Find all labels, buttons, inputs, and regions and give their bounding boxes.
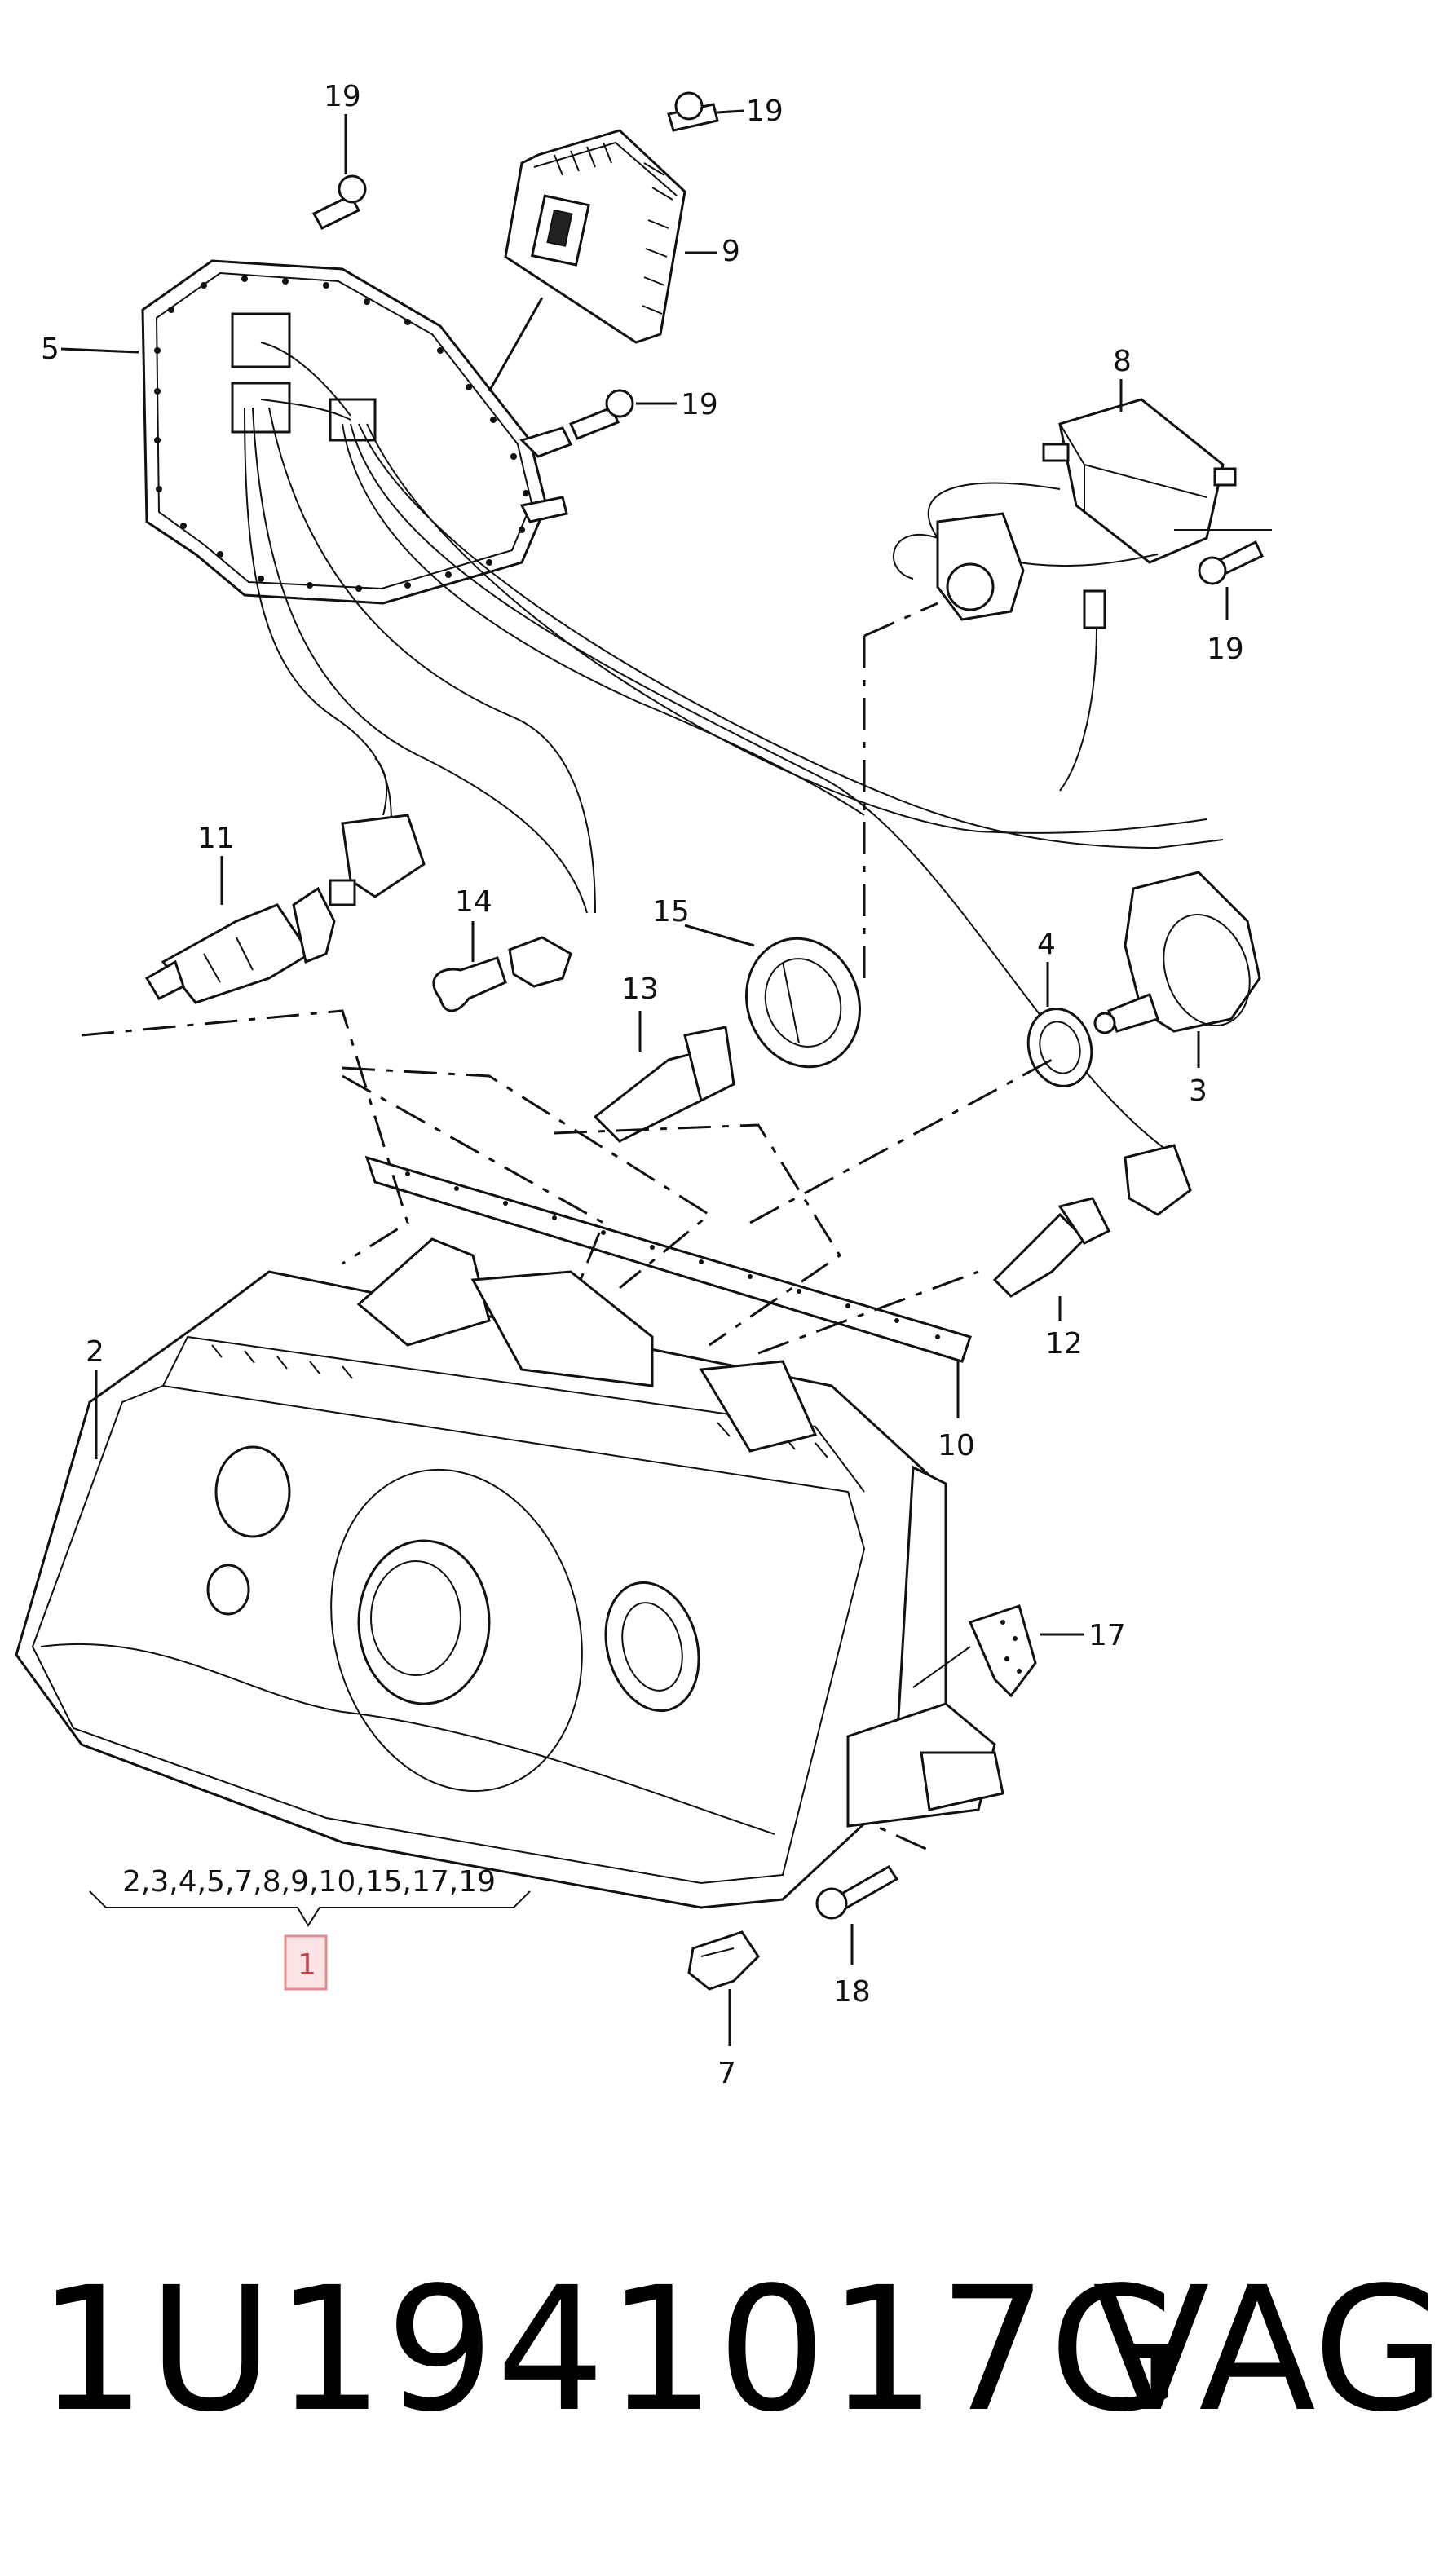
callout-19-middle: 19 [681,388,718,421]
part-number: 1U1941017G [38,2250,1184,2450]
ballast-control-unit [504,129,717,344]
xenon-igniter-socket [893,482,1159,792]
brand-name: VAG [1093,2250,1446,2450]
callout-11: 11 [197,822,235,855]
adjusting-motor-3 [1093,871,1261,1068]
callout-18: 18 [833,1975,871,2009]
bulb-11-halogen [144,856,336,1004]
callout-2: 2 [86,1335,104,1369]
screw-19-middle [568,389,677,440]
connector-11 [329,757,426,906]
callout-10: 10 [938,1429,975,1462]
clip-17 [912,1604,1084,1698]
headlight-housing [15,1237,1004,1909]
callout-17: 17 [1088,1619,1126,1652]
leader-5 [60,347,139,354]
callout-12: 12 [1045,1327,1083,1361]
callout-19-right: 19 [1207,633,1244,666]
headlight-exploded-diagram: 19 19 9 5 19 8 19 11 14 15 13 4 3 2 12 1… [15,80,1272,2090]
wiring-harness [244,407,1224,1150]
bulb-13-xenon [593,1011,735,1143]
set-bracket [89,1890,531,1991]
screw-18 [815,1865,899,1965]
bulb-12-halogen [992,1144,1192,1321]
retaining-ring-15 [684,924,862,1069]
callout-14: 14 [455,885,492,919]
callout-19-top: 19 [746,95,784,128]
callout-3: 3 [1189,1074,1207,1108]
callout-19-left: 19 [324,80,361,113]
screw-19-right [1198,540,1264,620]
callout-4: 4 [1037,928,1056,961]
assembly-box [284,1934,328,1991]
callout-assembly-1: 1 [298,1948,316,1982]
seal-ring-4 [1026,962,1093,1087]
callout-8: 8 [1113,345,1132,378]
sealing-strip-10 [364,1155,972,1418]
callout-9: 9 [722,235,740,268]
callout-15: 15 [652,895,690,929]
igniter-unit [1042,379,1272,564]
callout-7: 7 [717,2057,736,2090]
screw-19-left [311,114,367,230]
gasket-frame-harness [141,259,573,605]
clip-7 [687,1930,760,2046]
callout-13: 13 [621,973,659,1006]
bulb-14-small [432,921,572,1012]
callout-set-list: 2,3,4,5,7,8,9,10,15,17,19 [122,1865,496,1899]
callout-5: 5 [41,333,60,366]
screw-19-top [667,91,744,132]
